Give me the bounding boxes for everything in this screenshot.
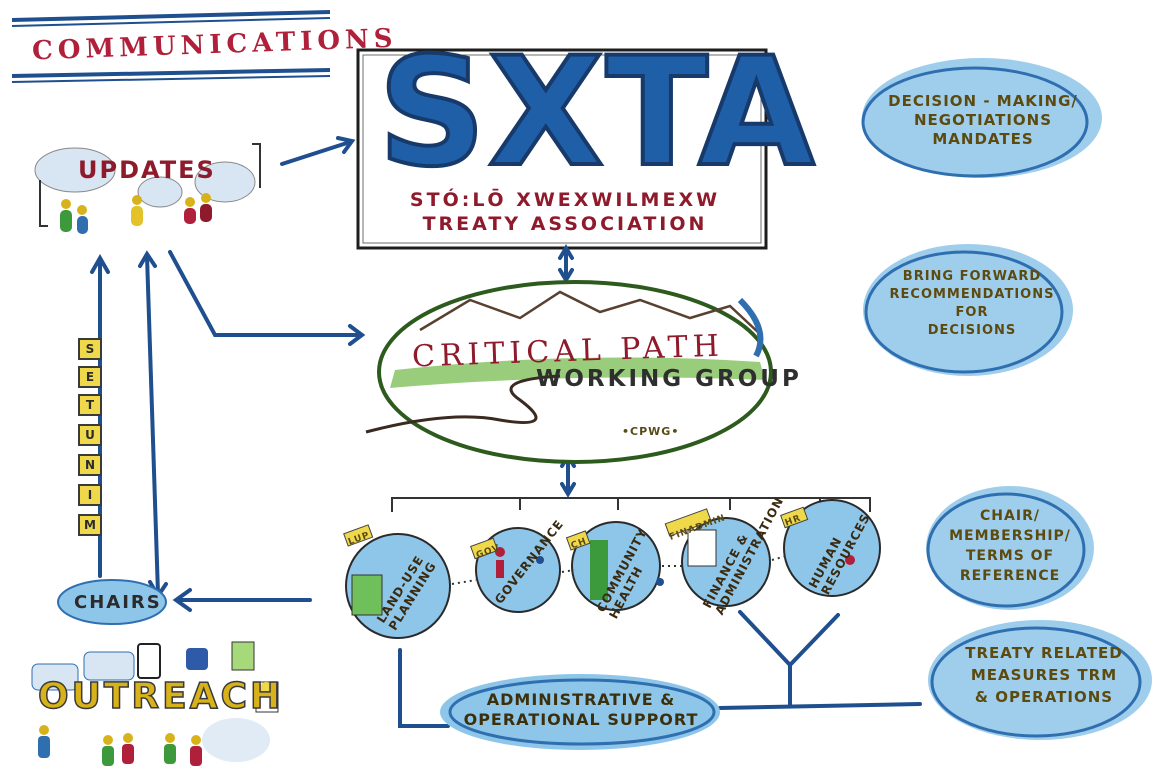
header-rule-bottom-thin xyxy=(11,75,331,83)
sxta-full-name: STÓ:LŌ XWEXWILMEXW TREATY ASSOCIATION xyxy=(380,188,750,236)
chair-note: CHAIR/ MEMBERSHIP/ TERMS OF REFERENCE xyxy=(940,506,1080,586)
recommend-note: BRING FORWARD RECOMMENDATIONS FOR DECISI… xyxy=(872,268,1072,340)
recommend-bubble xyxy=(863,244,1073,376)
treaty-line: & OPERATIONS xyxy=(974,688,1114,706)
updates-speech-bubble-2 xyxy=(194,161,256,203)
map-icon xyxy=(351,574,383,616)
treaty-line: TREATY RELATED xyxy=(965,644,1123,662)
header-rule-top-thin xyxy=(11,17,331,27)
updates-speech-bubble-1 xyxy=(34,147,116,193)
minutes-letter: U xyxy=(78,424,102,446)
cpwg-abbreviation: •CPWG• xyxy=(622,425,680,438)
treaty-bubble-outline xyxy=(930,626,1142,738)
chair-bubble-outline xyxy=(926,492,1086,608)
decision-line: NEGOTIATIONS xyxy=(913,111,1053,129)
working-group-circles xyxy=(345,499,881,639)
cpwg-path xyxy=(365,374,561,434)
minutes-letter: I xyxy=(78,484,102,506)
cpwg-grass xyxy=(390,357,765,388)
sxta-box-inner xyxy=(362,54,762,244)
admin-line1: ADMINISTRATIVE & xyxy=(486,690,676,709)
chair-line: TERMS OF xyxy=(965,548,1055,564)
admin-support-label: ADMINISTRATIVE & OPERATIONAL SUPPORT xyxy=(446,690,716,730)
sxta-box xyxy=(356,48,768,250)
header-rule-bottom xyxy=(11,68,331,78)
minutes-letter: T xyxy=(78,394,102,416)
admin-bubble xyxy=(440,674,720,750)
decision-line: DECISION - MAKING/ xyxy=(888,92,1078,110)
document-icon xyxy=(687,529,717,567)
treaty-bubble xyxy=(928,620,1152,740)
treaty-line: MEASURES TRM xyxy=(970,666,1118,684)
chair-line: REFERENCE xyxy=(959,568,1061,584)
recommend-line: BRING FORWARD xyxy=(902,269,1042,284)
ch-person-icon xyxy=(656,578,664,586)
treaty-note: TREATY RELATED MEASURES TRM & OPERATIONS xyxy=(944,642,1144,708)
decision-bubble-outline xyxy=(861,66,1089,178)
newsletter-icon xyxy=(231,641,255,671)
minutes-letter: S xyxy=(78,338,102,360)
decision-line: MANDATES xyxy=(932,130,1034,148)
chat-bubble-icon xyxy=(31,663,79,691)
group-dots xyxy=(451,555,787,585)
people-icon xyxy=(60,193,212,234)
cpwg-title-line2: WORKING GROUP xyxy=(536,366,802,392)
chair-line: CHAIR/ xyxy=(980,508,1040,524)
cpwg-river xyxy=(737,297,764,358)
cpwg-mountains xyxy=(419,290,761,335)
updates-bracket-right xyxy=(252,143,261,188)
recommend-bubble-outline xyxy=(864,250,1064,374)
minutes-letter: E xyxy=(78,366,102,388)
chair-bubble xyxy=(926,486,1094,610)
minutes-letter: N xyxy=(78,454,102,476)
group-tabs xyxy=(343,506,809,560)
header-rule-top xyxy=(11,10,331,22)
sxta-logo: SXTA xyxy=(376,26,817,200)
groups-tree-line xyxy=(391,497,871,512)
updates-bracket-left xyxy=(39,180,48,227)
updates-speech-bubble-3 xyxy=(137,176,183,208)
phone-icon xyxy=(137,643,161,679)
chairs-bubble xyxy=(57,579,167,625)
chair-line: MEMBERSHIP/ xyxy=(949,528,1071,544)
tree-icon xyxy=(590,540,608,600)
recommend-line: RECOMMENDATIONS xyxy=(889,287,1055,302)
recommend-line: FOR xyxy=(955,305,989,320)
updates-label: UPDATES xyxy=(78,156,216,184)
sxta-name-line1: STÓ:LŌ XWEXWILMEXW xyxy=(409,189,721,211)
sxta-name-line2: TREATY ASSOCIATION xyxy=(422,213,708,235)
hr-circle xyxy=(783,499,881,597)
decision-note: DECISION - MAKING/ NEGOTIATIONS MANDATES xyxy=(868,92,1098,149)
recommend-line: DECISIONS xyxy=(927,323,1017,338)
admin-bubble-outline xyxy=(448,678,716,746)
outreach-icons xyxy=(31,641,279,766)
minutes-letter: M xyxy=(78,514,102,536)
facebook-icon xyxy=(186,648,208,670)
admin-line2: OPERATIONAL SUPPORT xyxy=(463,710,699,729)
hr-person-icon xyxy=(845,555,855,565)
chairs-label: CHAIRS xyxy=(74,592,162,613)
outreach-label: OUTREACH xyxy=(37,675,284,718)
decision-bubble xyxy=(862,58,1102,178)
